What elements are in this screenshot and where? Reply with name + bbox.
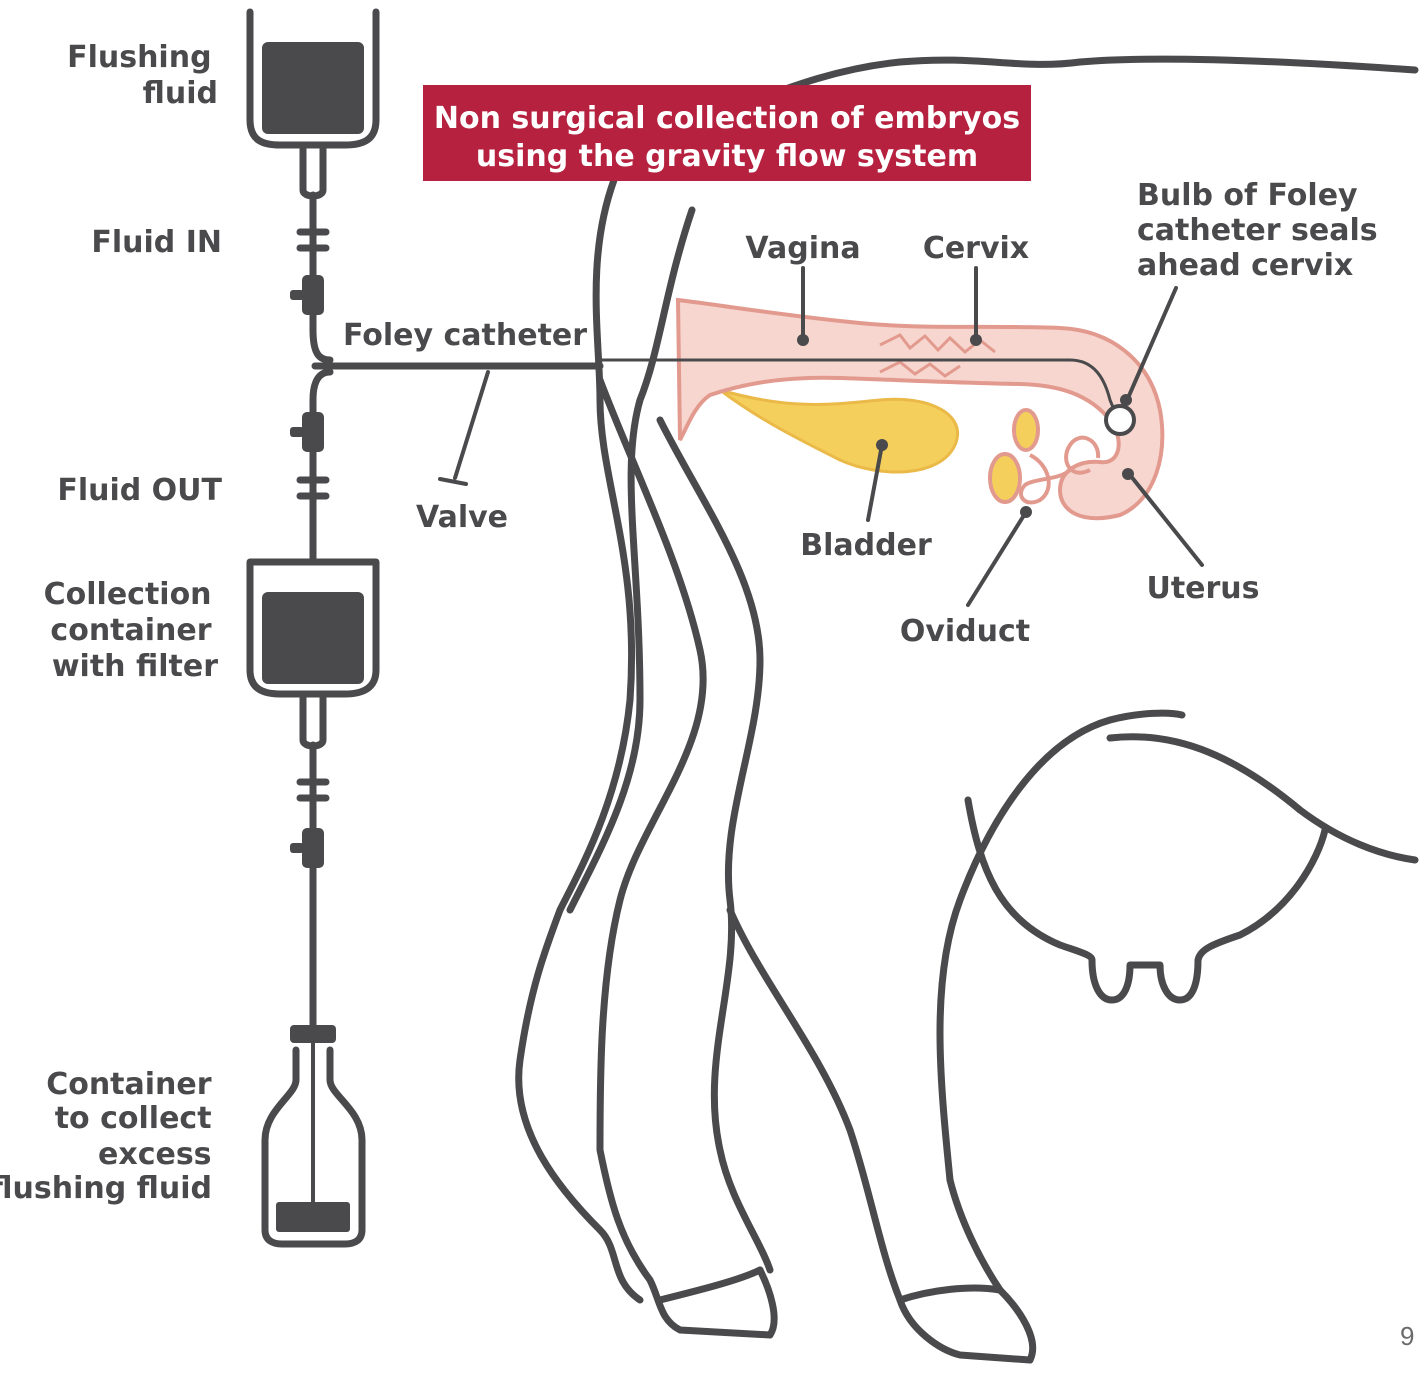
tube-fluid-out-top bbox=[313, 372, 330, 560]
ovary-lower bbox=[990, 454, 1020, 502]
cow-leg-rear-left bbox=[600, 380, 774, 1335]
valve-stem bbox=[455, 372, 488, 478]
title-line-2: using the gravity flow system bbox=[476, 139, 978, 174]
cervix-dot bbox=[970, 334, 982, 346]
bladder-shape bbox=[720, 390, 958, 472]
label-flushing-fluid-line-1: Flushing bbox=[67, 40, 211, 75]
ovary-upper bbox=[1014, 410, 1038, 450]
cow-hock-line bbox=[660, 1270, 760, 1300]
oviduct-leader bbox=[968, 512, 1026, 605]
label-uterus: Uterus bbox=[1146, 571, 1259, 606]
bulb-dot bbox=[1120, 394, 1132, 406]
valve-bar bbox=[440, 479, 466, 484]
label-cervix: Cervix bbox=[923, 231, 1029, 266]
label-collection-container: Collection container with filter bbox=[44, 577, 222, 684]
label-collection-line-2: container bbox=[50, 613, 211, 648]
label-collection-line-3: with filter bbox=[52, 649, 218, 684]
label-excess-line-2: to collect bbox=[55, 1101, 212, 1136]
excess-clamp-handle bbox=[290, 843, 304, 853]
fluid-in-clamp-handle bbox=[290, 290, 304, 300]
label-bulb: Bulb of Foley catheter seals ahead cervi… bbox=[1137, 178, 1388, 283]
fluid-out-clamp-handle bbox=[290, 427, 304, 437]
uterus-dot bbox=[1122, 468, 1134, 480]
label-excess-container: Container to collect excess flushing flu… bbox=[0, 1067, 222, 1206]
label-fluid-out: Fluid OUT bbox=[57, 473, 222, 508]
oviduct-dot bbox=[1020, 506, 1032, 518]
collection-fluid-level bbox=[262, 592, 364, 684]
fluid-in-clamp bbox=[302, 275, 324, 315]
cow-leg-rear-left-inner bbox=[660, 420, 770, 1270]
label-excess-line-4: flushing fluid bbox=[0, 1171, 212, 1206]
gravity-flow-apparatus bbox=[250, 12, 376, 1244]
uterus-leader bbox=[1130, 475, 1202, 565]
label-flushing-fluid: Flushing fluid bbox=[67, 40, 222, 111]
title-line-1: Non surgical collection of embryos bbox=[434, 101, 1020, 136]
reproductive-tract bbox=[678, 300, 1162, 518]
label-bulb-line-2: catheter seals bbox=[1137, 213, 1378, 248]
label-oviduct: Oviduct bbox=[900, 614, 1030, 649]
bladder-dot bbox=[876, 439, 888, 451]
label-valve: Valve bbox=[416, 500, 508, 535]
label-foley-catheter: Foley catheter bbox=[343, 318, 587, 353]
label-bulb-line-1: Bulb of Foley bbox=[1137, 178, 1358, 213]
title-banner: Non surgical collection of embryos using… bbox=[423, 85, 1031, 181]
label-flushing-fluid-line-2: fluid bbox=[143, 76, 218, 111]
excess-clamp bbox=[302, 828, 324, 868]
cow-udder bbox=[968, 800, 1325, 1000]
collection-neck bbox=[303, 694, 323, 746]
label-excess-line-1: Container bbox=[46, 1067, 212, 1102]
label-bulb-line-3: ahead cervix bbox=[1137, 248, 1353, 283]
label-fluid-in: Fluid IN bbox=[91, 225, 222, 260]
flushing-bag-neck bbox=[303, 145, 323, 196]
foley-bulb bbox=[1106, 406, 1134, 434]
label-vagina: Vagina bbox=[745, 231, 860, 266]
bottle-cap bbox=[290, 1025, 336, 1043]
cow-belly-line bbox=[1110, 737, 1415, 860]
label-bladder: Bladder bbox=[800, 528, 932, 563]
label-excess-line-3: excess bbox=[98, 1137, 212, 1172]
cow-leg-rear-right bbox=[730, 910, 1033, 1360]
page-number: 9 bbox=[1400, 1321, 1414, 1351]
flushing-fluid-level bbox=[262, 42, 364, 134]
vagina-dot bbox=[797, 334, 809, 346]
bottle-fluid-level bbox=[276, 1202, 350, 1232]
label-collection-line-1: Collection bbox=[44, 577, 212, 612]
cow-leg-rear-right-inner bbox=[900, 1288, 1000, 1300]
fluid-out-clamp bbox=[302, 412, 324, 452]
